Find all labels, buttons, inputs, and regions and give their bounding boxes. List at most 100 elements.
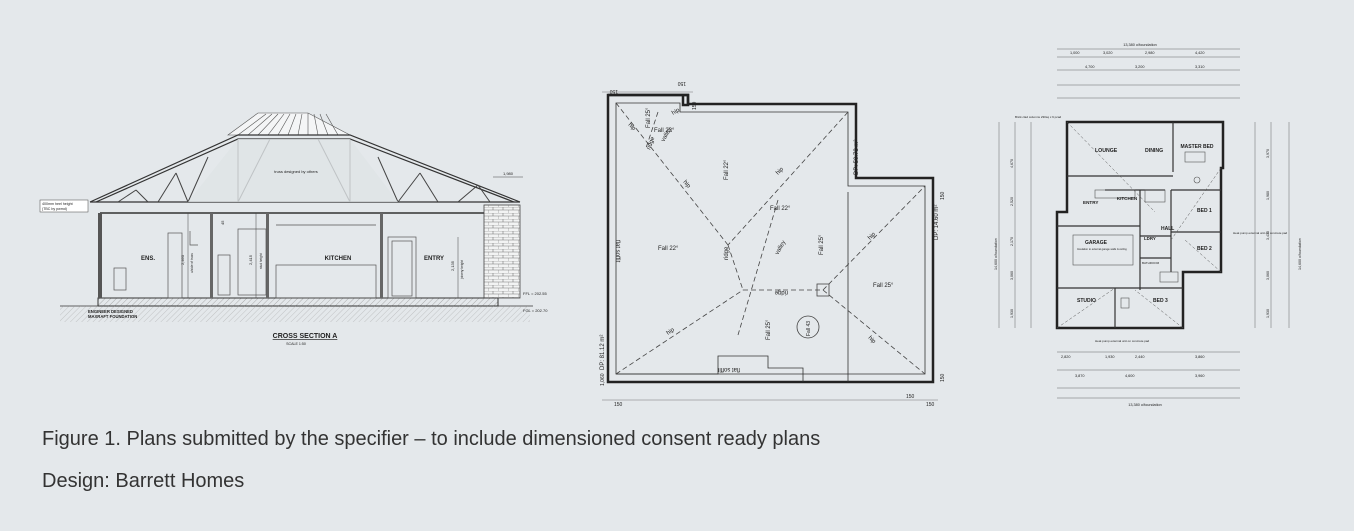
height-dim-3: 2,135 joinery height	[450, 237, 464, 298]
ensuite-fixtures	[113, 231, 231, 299]
svg-text:Fall 22°: Fall 22°	[658, 246, 679, 252]
svg-text:3,960: 3,960	[1195, 374, 1205, 378]
svg-text:1,000: 1,000	[1070, 51, 1080, 55]
svg-text:1,980: 1,980	[503, 171, 514, 176]
truss-note: truss designed by others	[274, 169, 318, 174]
section-scale: SCALE 1:50	[286, 342, 306, 346]
room-bed3: BED 3	[1153, 298, 1168, 304]
roof-circle-marker	[796, 315, 820, 339]
figure-caption: Figure 1. Plans submitted by the specifi…	[42, 428, 821, 450]
svg-text:14,600 o/foundation: 14,600 o/foundation	[994, 238, 998, 270]
ffl-label: FFL = 202.55	[523, 291, 548, 296]
room-entry: ENTRY	[1083, 200, 1098, 205]
svg-text:Fall 22°: Fall 22°	[654, 128, 675, 134]
height-dim-2: 2,415 stud height 45	[220, 213, 263, 298]
height-dim-1: 2,460 u/side of truss	[180, 213, 194, 298]
svg-text:3,870: 3,870	[1075, 374, 1085, 378]
fgl-label: FGL = 202.70	[523, 308, 548, 313]
svg-text:hip: hip	[775, 166, 785, 176]
svg-text:flat soffit: flat soffit	[717, 366, 740, 372]
roof-inner-outline	[615, 102, 926, 382]
floor-room-labels: LOUNGE DINING MASTER BED KITCHEN ENTRY B…	[1077, 144, 1214, 304]
room-label-kitchen: KITCHEN	[325, 256, 352, 262]
svg-text:DP: 14.60 m²: DP: 14.60 m²	[934, 205, 940, 240]
svg-text:3,060: 3,060	[1266, 271, 1270, 280]
svg-text:400mm heel height: 400mm heel height	[42, 202, 73, 206]
roof-lines	[615, 102, 926, 375]
svg-text:13,380 o/foundation: 13,380 o/foundation	[1128, 403, 1162, 407]
roof-void-shading	[188, 139, 398, 202]
svg-text:1,930: 1,930	[1010, 309, 1014, 318]
svg-text:13,380 o/foundation: 13,380 o/foundation	[1123, 43, 1157, 47]
svg-text:Fall 25°: Fall 25°	[646, 107, 652, 128]
svg-text:150: 150	[677, 80, 686, 86]
roof-ridge-cap	[227, 112, 351, 136]
svg-text:1,060: 1,060	[600, 373, 606, 386]
floor-fixtures	[1072, 151, 1206, 309]
svg-text:valley: valley	[775, 240, 788, 256]
room-dining: DINING	[1145, 148, 1163, 154]
svg-text:ridge: ridge	[724, 246, 730, 260]
svg-text:flat soffit: flat soffit	[614, 240, 620, 263]
entry-door	[387, 236, 417, 299]
svg-text:Fall 25°: Fall 25°	[819, 234, 825, 255]
svg-text:2,520: 2,520	[1010, 197, 1014, 206]
svg-text:150: 150	[926, 402, 935, 408]
svg-text:Heat pump external unit on con: Heat pump external unit on concrete pad	[1095, 339, 1150, 343]
room-lounge: LOUNGE	[1095, 148, 1118, 154]
svg-text:4,420: 4,420	[1195, 51, 1205, 55]
svg-text:3,860: 3,860	[1195, 355, 1205, 359]
floor-slab	[97, 297, 499, 307]
floor-plan-drawing: 13,380 o/foundation 1,000 3,020 2,980 4,…	[994, 43, 1302, 407]
svg-text:4,700: 4,700	[1085, 65, 1095, 69]
wall-internal-3	[380, 213, 383, 298]
room-garage: GARAGE	[1085, 240, 1108, 246]
svg-text:ridge: ridge	[646, 135, 656, 150]
svg-text:hip: hip	[666, 327, 677, 337]
svg-text:4,600: 4,600	[1125, 374, 1135, 378]
wall-internal-1	[210, 213, 213, 298]
floor-notes: Brick clad columns 230sq x 9 pcad Heat p…	[1015, 115, 1288, 343]
floor-dims-top: 13,380 o/foundation 1,000 3,020 2,980 4,…	[1057, 43, 1240, 99]
svg-text:(TBC by pwmd): (TBC by pwmd)	[42, 207, 67, 211]
room-bathroom: BATHROOM	[1142, 261, 1160, 265]
section-title: CROSS SECTION A	[273, 333, 338, 340]
roof-dims: 150 150 150 150 150 1,060 150 150 150	[600, 80, 944, 408]
svg-text:14,600 o/foundation: 14,600 o/foundation	[1298, 238, 1302, 270]
svg-text:2,980: 2,980	[1145, 51, 1155, 55]
svg-text:ridge: ridge	[774, 289, 788, 295]
svg-text:3,060: 3,060	[1010, 271, 1014, 280]
room-kitchen: KITCHEN	[1117, 196, 1138, 201]
svg-text:3,020: 3,020	[1103, 51, 1113, 55]
floor-walls	[1055, 120, 1225, 330]
brick-cladding	[483, 204, 521, 299]
svg-text:1,930: 1,930	[1266, 309, 1270, 318]
svg-text:hip: hip	[681, 179, 691, 189]
svg-text:Fall 25°: Fall 25°	[873, 283, 894, 289]
cross-section-drawing: truss designed by others 400mm heel heig…	[39, 112, 548, 346]
roof-labels: Fall 25° Fall 22° Fall 22° Fall 22° Fall…	[600, 107, 940, 372]
svg-text:150: 150	[614, 402, 623, 408]
floor-dims-right: 14,600 o/foundation 3,970 1,980 3,430 3,…	[1254, 122, 1302, 328]
roof-vent	[816, 283, 830, 297]
ground-hatch	[60, 306, 530, 322]
svg-text:hip: hip	[627, 122, 637, 132]
room-label-ens: ENS.	[141, 256, 155, 262]
svg-text:Fall 25°: Fall 25°	[766, 319, 772, 340]
room-ldry: LDRY	[1144, 236, 1156, 241]
room-bed1: BED 1	[1197, 208, 1212, 214]
svg-text:hip: hip	[671, 107, 682, 117]
svg-text:Brick clad columns 230sq x 9 p: Brick clad columns 230sq x 9 pcad	[1015, 115, 1062, 119]
svg-text:DP: 81.12 m²: DP: 81.12 m²	[600, 335, 606, 370]
roof-plan-drawing: Fall 43 Fall 25° Fall 22° Fall 22° Fall …	[600, 80, 944, 408]
svg-text:2,460: 2,460	[180, 254, 185, 265]
svg-text:Heat pump external unit on con: Heat pump external unit on concrete pad	[1233, 231, 1288, 235]
svg-text:2,820: 2,820	[1061, 355, 1071, 359]
roof-outline	[606, 93, 935, 384]
wall-left	[98, 213, 102, 298]
floor-diagonal-lines	[1056, 121, 1222, 329]
svg-text:stud height: stud height	[259, 253, 263, 269]
svg-text:4,670: 4,670	[1010, 159, 1014, 168]
design-credit: Design: Barrett Homes	[42, 470, 245, 492]
wall-internal-2	[266, 213, 269, 298]
